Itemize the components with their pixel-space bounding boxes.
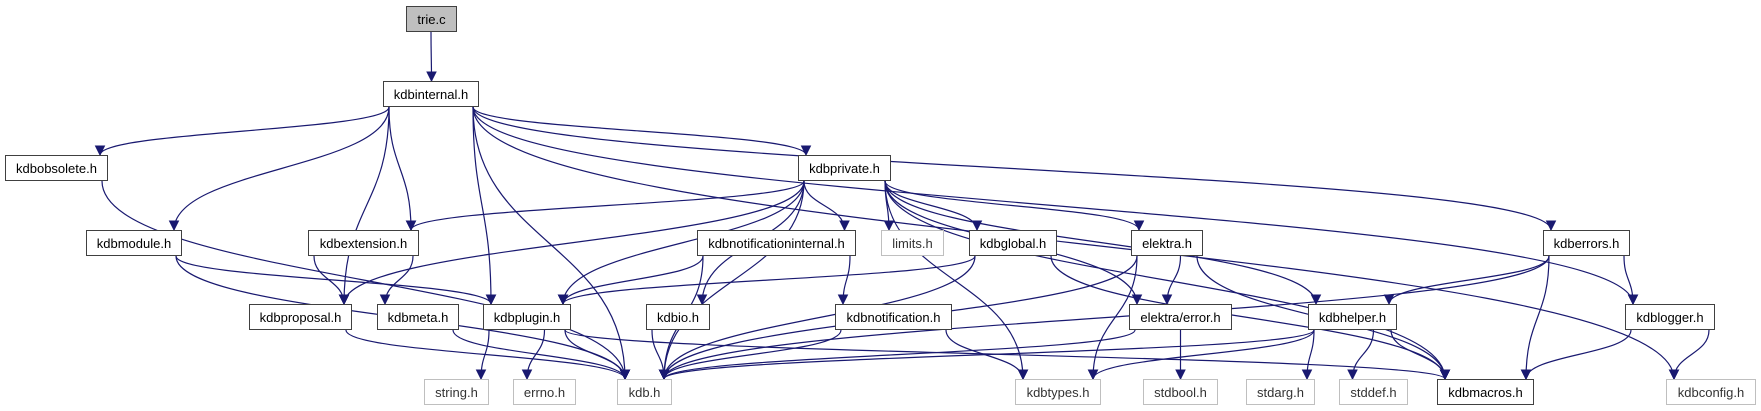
node-kdbnotificationinternal[interactable]: kdbnotificationinternal.h (697, 230, 856, 256)
edge-kdbinternal-to-kdbconfig (472, 106, 1680, 381)
node-elektra[interactable]: elektra.h (1131, 230, 1203, 256)
node-kdbhelper[interactable]: kdbhelper.h (1308, 304, 1397, 330)
edge-kdberrors-to-kdbhelper (1383, 255, 1550, 306)
edge-kdbinternal-to-kdbproposal (338, 106, 390, 306)
node-trie-c[interactable]: trie.c (406, 6, 457, 32)
node-kdbextension[interactable]: kdbextension.h (308, 230, 419, 256)
node-kdbobsolete[interactable]: kdbobsolete.h (5, 155, 108, 181)
edge-kdbprivate-to-kdbproposal (338, 180, 805, 306)
edge-kdblogger-to-kdbmacros (1520, 329, 1632, 381)
node-kdbio[interactable]: kdbio.h (646, 304, 710, 330)
node-kdbplugin[interactable]: kdbplugin.h (483, 304, 571, 330)
edge-kdbinternal-to-kdbextension (388, 106, 417, 232)
node-stdbool[interactable]: stdbool.h (1143, 379, 1218, 405)
edge-kdbglobal-to-kdbplugin (557, 255, 976, 306)
edge-elektra_error-to-kdb (658, 329, 1136, 381)
edge-kdberrors-to-kdbmacros (1520, 255, 1550, 381)
edge-kdbprivate-to-kdbextension (405, 180, 805, 232)
node-kdbinternal[interactable]: kdbinternal.h (383, 81, 479, 107)
node-kdbmodule[interactable]: kdbmodule.h (86, 230, 182, 256)
edge-kdberrors-to-kdb (658, 255, 1550, 381)
node-errno[interactable]: errno.h (513, 379, 576, 405)
node-kdbmacros[interactable]: kdbmacros.h (1437, 379, 1534, 405)
edge-kdbprivate-to-kdb (658, 180, 805, 381)
edge-kdbprivate-to-elektra (884, 180, 1145, 232)
edge-kdbprivate-to-kdbtypes (884, 180, 1029, 381)
edge-kdbhelper-to-kdbtypes (1087, 329, 1315, 381)
node-kdbtypes[interactable]: kdbtypes.h (1015, 379, 1101, 405)
edge-kdberrors-to-kdblogger (1623, 255, 1639, 306)
edge-kdbplugin-to-string (475, 329, 490, 381)
edge-kdbnotificationinternal-to-kdbplugin (557, 255, 704, 306)
edge-kdbobsolete-to-kdb (101, 180, 631, 381)
edge-kdbhelper-to-kdb (658, 329, 1315, 381)
node-kdbproposal[interactable]: kdbproposal.h (249, 304, 352, 330)
node-kdb[interactable]: kdb.h (617, 379, 672, 405)
edge-kdblogger-to-kdbconfig (1668, 329, 1710, 381)
edge-kdbinternal-to-kdbobsolete (94, 106, 390, 157)
edge-kdbinternal-to-kdbprivate (472, 106, 812, 157)
edge-kdbprivate-to-kdbnotificationinternal (803, 180, 850, 232)
node-string[interactable]: string.h (424, 379, 489, 405)
edge-kdbio-to-kdb (651, 329, 670, 381)
edge-kdbinternal-to-kdbplugin (472, 106, 497, 306)
edge-kdbplugin-to-kdbmacros (564, 329, 1451, 381)
edge-kdbnotificationinternal-to-kdbnotification (837, 255, 851, 306)
node-elektra-error[interactable]: elektra/error.h (1129, 304, 1232, 330)
node-limits[interactable]: limits.h (881, 230, 944, 256)
edge-kdbhelper-to-stddef (1347, 329, 1375, 381)
node-kdberrors[interactable]: kdberrors.h (1543, 230, 1630, 256)
edge-kdbextension-to-kdbproposal (313, 255, 350, 306)
node-kdbconfig[interactable]: kdbconfig.h (1666, 379, 1756, 405)
node-kdbmeta[interactable]: kdbmeta.h (377, 304, 459, 330)
edge-kdbmodule-to-kdbplugin (175, 255, 497, 306)
node-kdbglobal[interactable]: kdbglobal.h (969, 230, 1057, 256)
node-stddef[interactable]: stddef.h (1339, 379, 1408, 405)
edge-kdbinternal-to-kdblogger (472, 106, 1639, 306)
edge-kdbprivate-to-kdbhelper (884, 180, 1322, 306)
edge-kdbplugin-to-errno (521, 329, 546, 381)
edge-kdbhelper-to-stdarg (1301, 329, 1315, 381)
edge-kdbnotification-to-kdb (658, 329, 842, 381)
edge-elektra-to-elektra_error (1161, 255, 1182, 306)
node-kdbnotification[interactable]: kdbnotification.h (835, 304, 952, 330)
edge-trie_c-to-kdbinternal (426, 31, 437, 83)
edge-kdbinternal-to-kdbmodule (168, 106, 390, 232)
edge-kdbinternal-to-kdberrors (472, 106, 1557, 232)
node-kdblogger[interactable]: kdblogger.h (1625, 304, 1715, 330)
edge-kdbextension-to-kdbmeta (379, 255, 414, 306)
edge-kdbglobal-to-kdbmacros (1050, 255, 1451, 381)
edge-kdbinternal-to-kdb (472, 106, 631, 381)
edge-kdbprivate-to-kdbmacros (884, 180, 1451, 381)
edge-kdbprivate-to-kdbplugin (557, 180, 805, 306)
edge-kdbprivate-to-kdbglobal (884, 180, 983, 232)
edge-kdbhelper-to-kdbmacros (1390, 329, 1451, 381)
node-kdbprivate[interactable]: kdbprivate.h (798, 155, 891, 181)
node-stdarg[interactable]: stdarg.h (1246, 379, 1315, 405)
edge-kdbglobal-to-kdb (658, 255, 976, 381)
edge-kdbplugin-to-kdb (564, 329, 631, 381)
edge-kdbmeta-to-kdb (452, 329, 631, 381)
